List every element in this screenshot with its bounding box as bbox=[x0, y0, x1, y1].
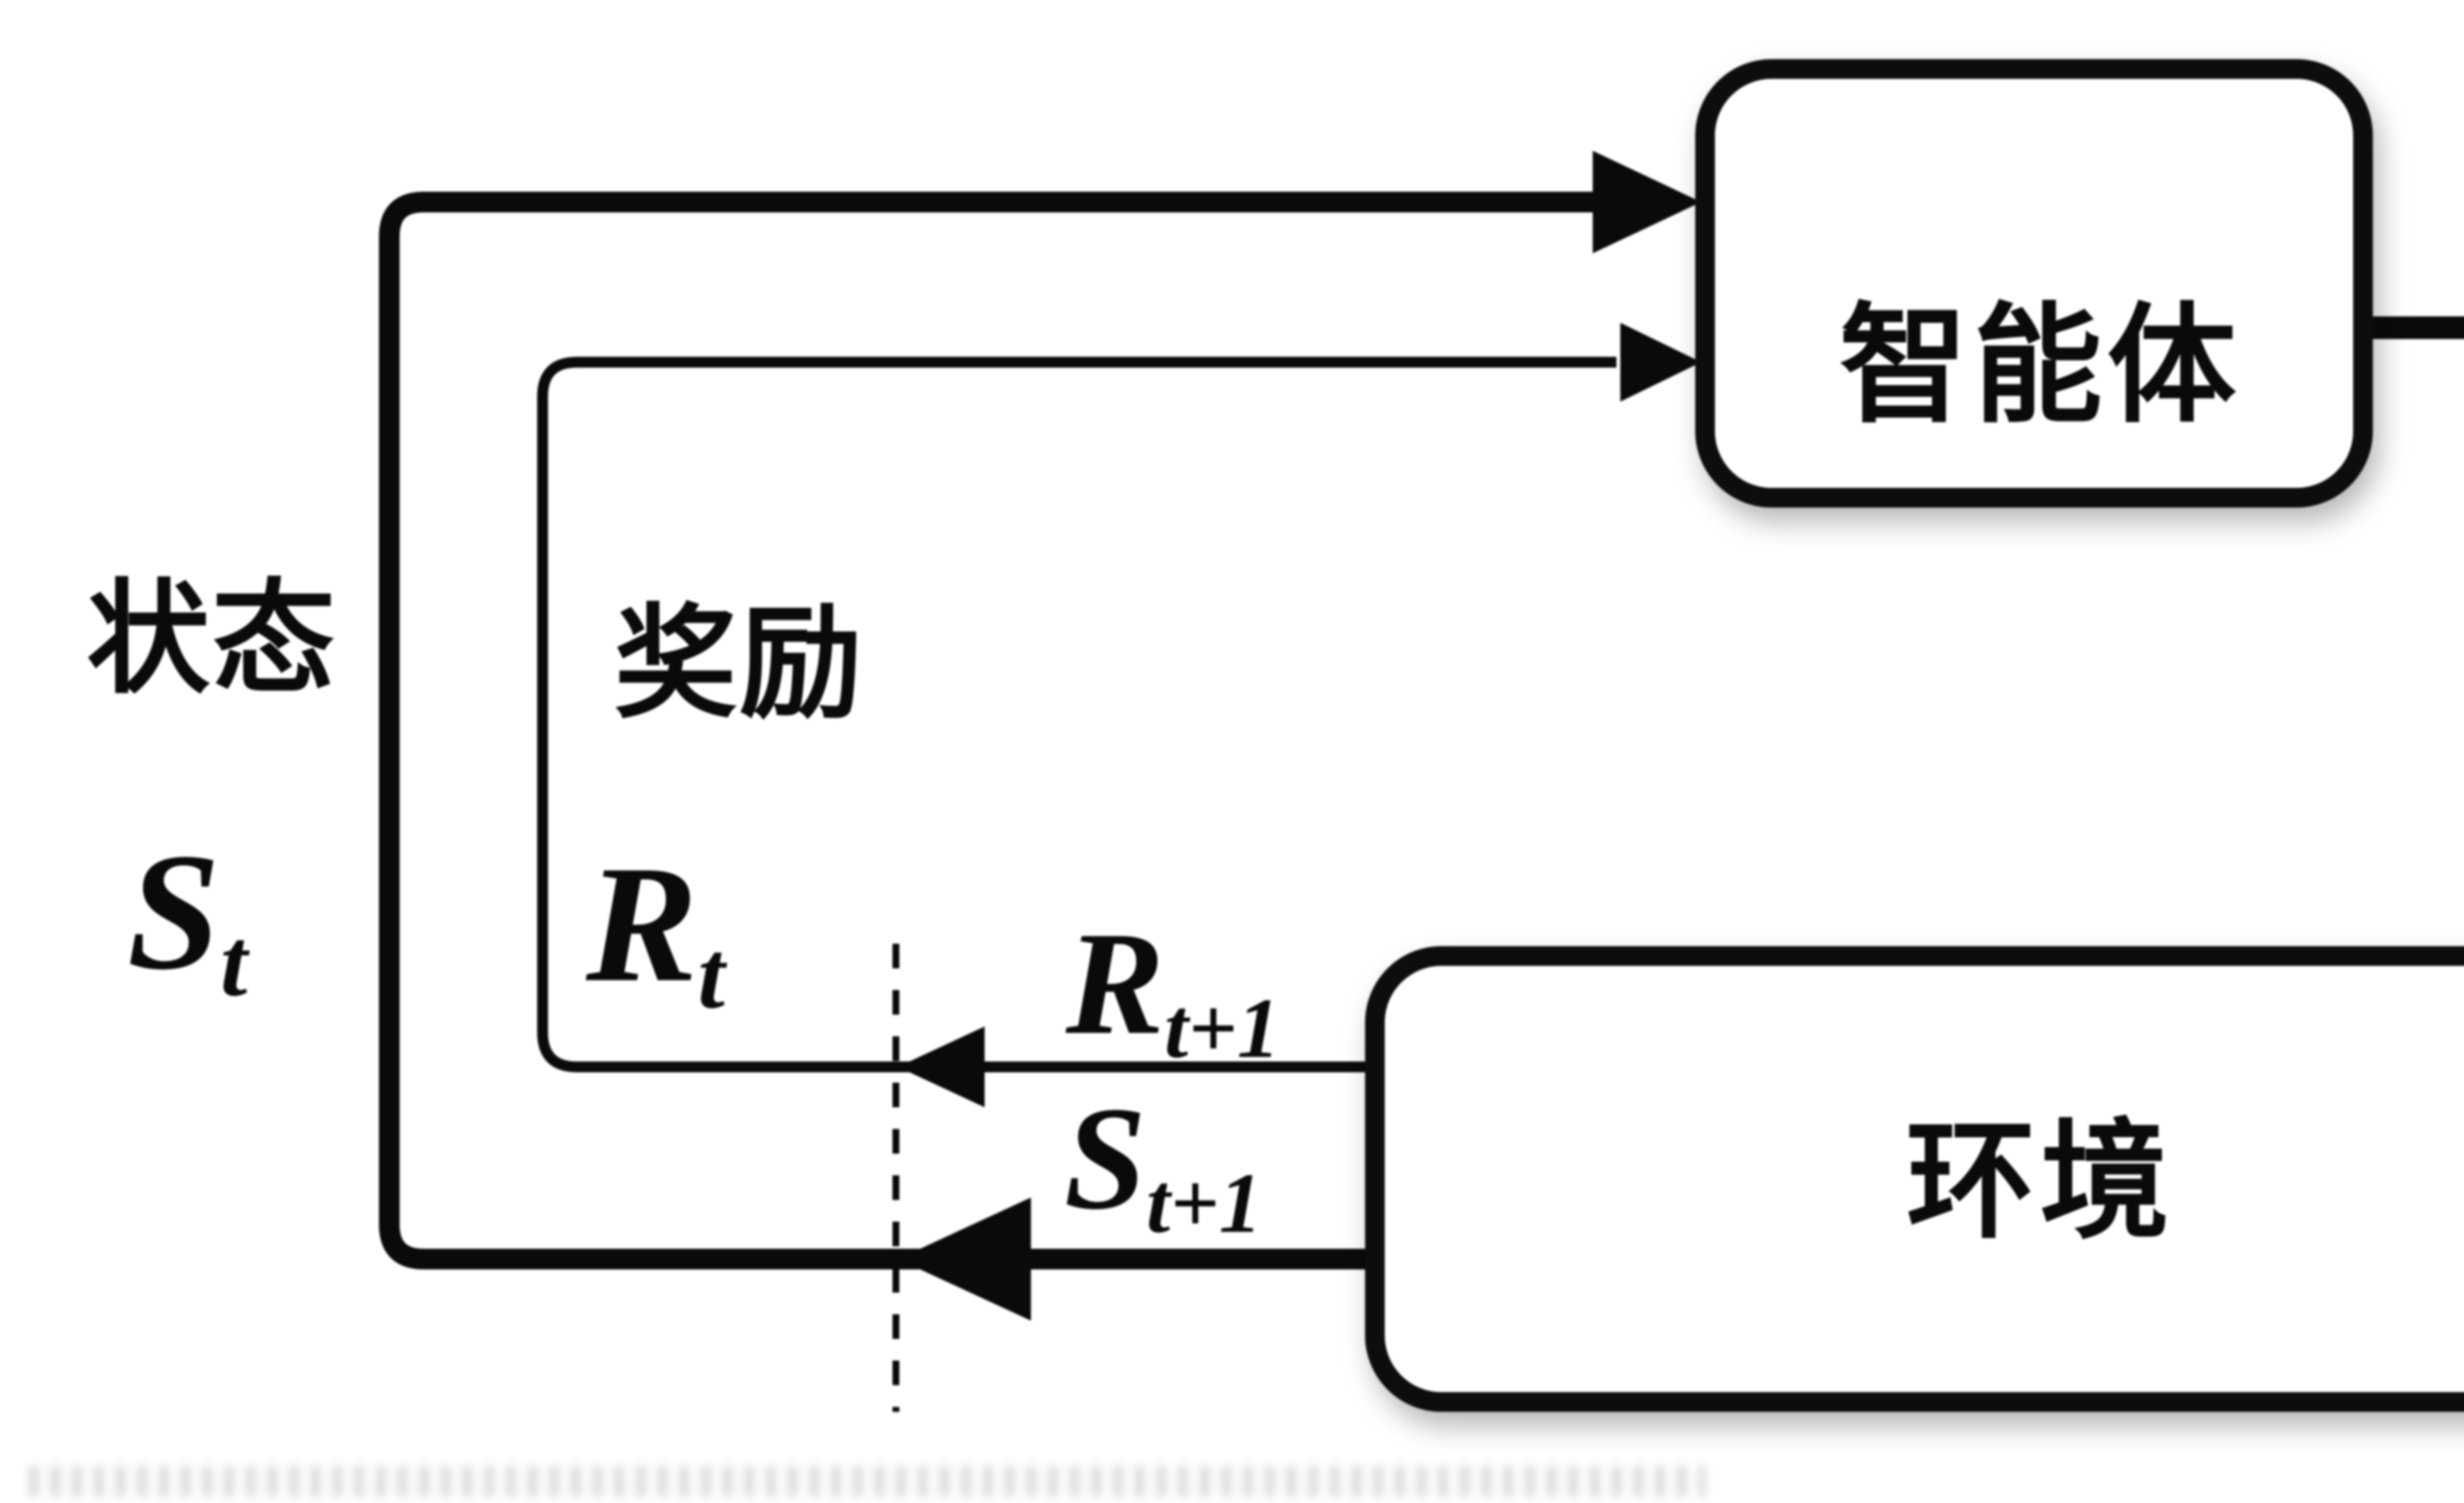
reward-into-agent-arrowhead-icon bbox=[1620, 323, 1701, 402]
environment-box bbox=[1365, 946, 2464, 1412]
state-into-agent-arrowhead-icon bbox=[1593, 151, 1701, 253]
agent-box bbox=[1695, 59, 2373, 508]
state-symbol: St bbox=[127, 819, 247, 1017]
next-state-arrowhead-icon bbox=[898, 1197, 1031, 1321]
reward-symbol: Rt bbox=[586, 831, 725, 1029]
reward-arrow-path bbox=[537, 323, 1701, 1107]
state-label: 状态 bbox=[87, 572, 337, 709]
state-arrow-path bbox=[379, 151, 1701, 1321]
cropped-caption-remnant bbox=[30, 1466, 1705, 1497]
environment-box-label: 环境 bbox=[1906, 1111, 2174, 1254]
reward-label: 奖励 bbox=[614, 597, 864, 733]
next-reward-arrowhead-icon bbox=[898, 1026, 985, 1107]
agent-box-label: 智能体 bbox=[1839, 295, 2241, 438]
next-state-symbol: St+1 bbox=[1064, 1076, 1262, 1251]
next-reward-symbol: Rt+1 bbox=[1065, 901, 1280, 1076]
